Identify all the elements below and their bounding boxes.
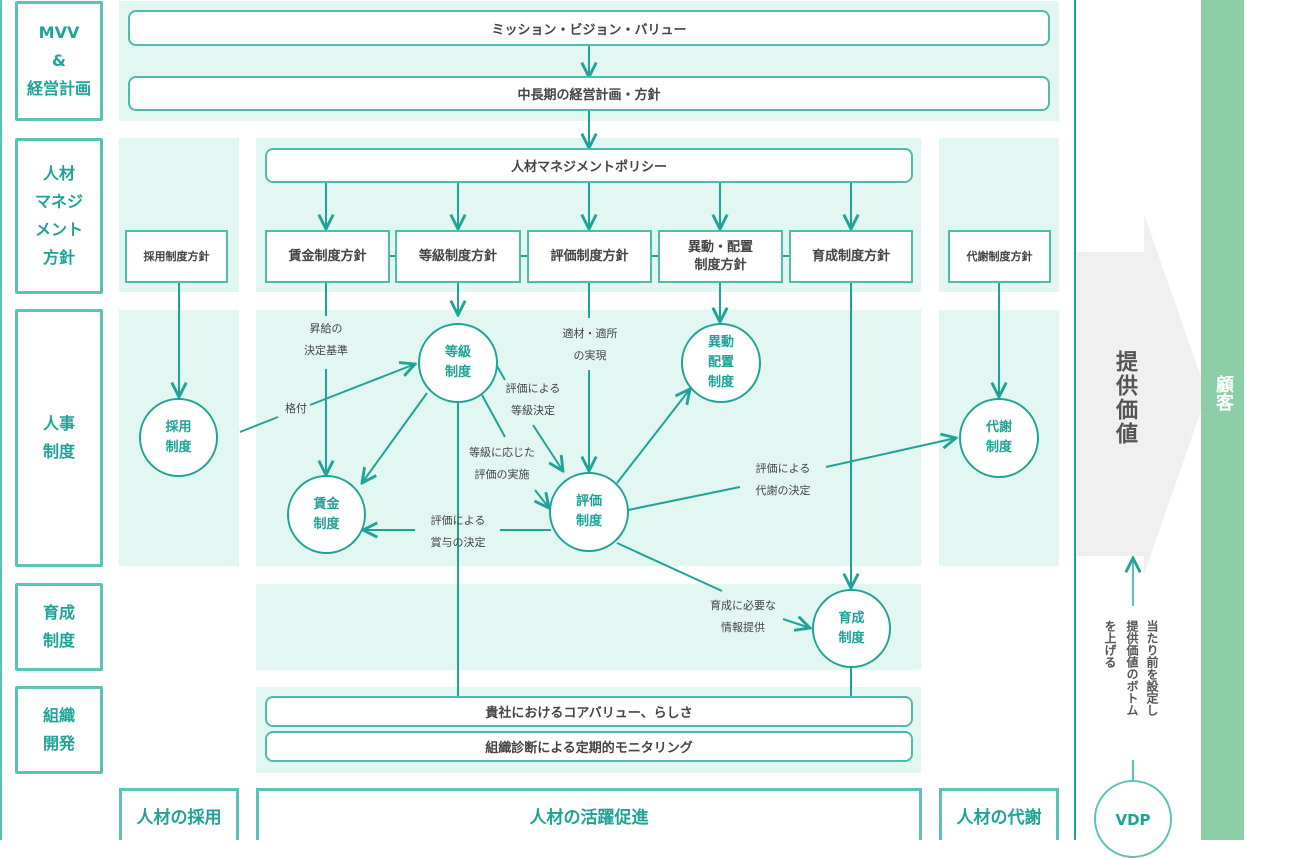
customer-band xyxy=(1201,0,1244,840)
row-label-management: 人材 マネジ メント 方針 xyxy=(15,138,103,294)
line-recruit-to-rating xyxy=(239,416,279,433)
vdp-note-line-3: を上げる xyxy=(1103,620,1117,668)
hr-management-policy: 人材マネジメントポリシー xyxy=(265,148,913,183)
left-border xyxy=(0,0,2,840)
line-eval-to-metabolism-label xyxy=(627,486,741,511)
value-arrow-shape xyxy=(1077,214,1207,574)
system-wage: 賃金 制度 xyxy=(287,475,366,554)
customer-label: 顧客 xyxy=(1213,375,1234,411)
right-divider xyxy=(1074,0,1076,840)
note-training-info: 育成に必要な 情報提供 xyxy=(710,599,776,634)
row-label-organization: 組織 開発 xyxy=(15,686,103,774)
policy-evaluation: 評価制度方針 xyxy=(527,230,652,283)
vdp-circle: VDP xyxy=(1094,780,1172,858)
policy-transfer: 異動・配置 制度方針 xyxy=(658,230,783,283)
row-label-development: 育成 制度 xyxy=(15,583,103,671)
mission-vision-value: ミッション・ビジョン・バリュー xyxy=(128,10,1050,46)
footer-metabolism: 人材の代謝 xyxy=(939,788,1059,840)
vdp-note-line-2: 提供価値のボトム xyxy=(1125,620,1139,716)
arrow-grade-eval-label-to-eval xyxy=(532,424,563,471)
note-raise-criteria: 昇給の 決定基準 xyxy=(304,322,348,357)
note-bonus-by-eval: 評価による 賞与の決定 xyxy=(430,514,486,549)
system-transfer: 異動 配置 制度 xyxy=(681,323,761,403)
org-monitoring: 組織診断による定期的モニタリング xyxy=(265,731,913,762)
system-grade: 等級 制度 xyxy=(418,323,498,403)
connector-lines xyxy=(0,45,1290,788)
policy-training: 育成制度方針 xyxy=(789,230,913,283)
arrow-training-label-to-system xyxy=(782,619,810,628)
vdp-note-line-1: 当たり前を設定し xyxy=(1145,620,1159,716)
policy-grade: 等級制度方針 xyxy=(395,230,521,283)
midterm-plan: 中長期の経営計画・方針 xyxy=(128,76,1050,111)
arrow-eval-impl-to-eval xyxy=(535,489,549,508)
system-evaluation: 評価 制度 xyxy=(549,472,629,552)
system-training: 育成 制度 xyxy=(812,589,891,668)
arrow-rating-to-grade xyxy=(309,364,415,406)
row-label-mvv: MVV & 経営計画 xyxy=(15,1,103,121)
system-metabolism: 代謝 制度 xyxy=(959,398,1039,478)
policy-recruit: 採用制度方針 xyxy=(125,230,228,283)
line-eval-to-training-label xyxy=(616,542,723,592)
policy-wage: 賃金制度方針 xyxy=(265,230,390,283)
note-metabolism-by-eval: 評価による 代謝の決定 xyxy=(755,462,811,497)
arrow-metabolism-label-to-system xyxy=(825,438,956,468)
note-eval-by-grade: 等級に応じた 評価の実施 xyxy=(469,446,535,481)
note-rating: 格付 xyxy=(285,402,307,415)
arrow-eval-to-transfer xyxy=(616,389,690,484)
arrow-grade-to-wage xyxy=(362,392,428,483)
system-recruit: 採用 制度 xyxy=(139,398,218,477)
note-grade-by-eval: 評価による 等級決定 xyxy=(505,382,561,417)
value-provided-label: 提供価値 xyxy=(1112,350,1137,446)
row-label-hr-system: 人事 制度 xyxy=(15,309,103,567)
footer-recruit: 人材の採用 xyxy=(119,788,239,840)
policy-metabolism: 代謝制度方針 xyxy=(948,230,1051,283)
line-grade-to-eval-label xyxy=(496,365,506,381)
core-value: 貴社におけるコアバリュー、らしさ xyxy=(265,696,913,727)
footer-activation: 人材の活躍促進 xyxy=(256,788,922,840)
note-right-person: 適材・適所 の実現 xyxy=(562,327,618,362)
line-grade-to-eval-impl xyxy=(481,394,506,438)
